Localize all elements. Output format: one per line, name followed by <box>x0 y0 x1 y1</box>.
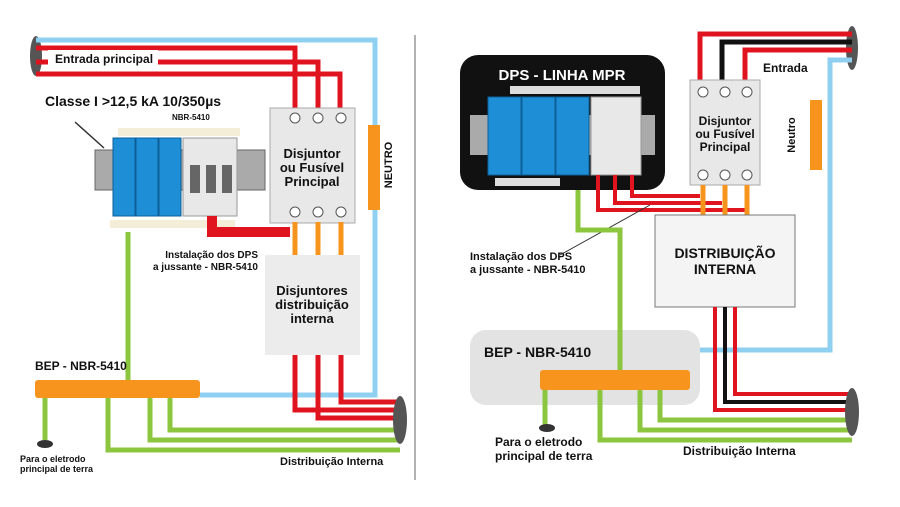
bep-label: BEP - NBR-5410 <box>484 344 591 360</box>
distribuicao-label: Distribuição Interna <box>683 444 796 458</box>
dist-box-label: DISTRIBUIÇÃO <box>674 244 775 261</box>
dps-phase-connection <box>207 216 290 237</box>
neutro-label: NEUTRO <box>383 141 395 188</box>
disjuntores-label: distribuição <box>275 297 349 312</box>
left-diagram: Entrada principal Classe I >12,5 kA 10/3… <box>20 36 407 474</box>
orange-connections <box>700 185 750 215</box>
disjuntores-box <box>265 255 360 355</box>
orange-connections <box>292 222 344 255</box>
earth-wires-left <box>42 232 400 453</box>
neutral-bar-right <box>810 100 822 170</box>
instalacao-label: a jussante - NBR-5410 <box>153 262 258 273</box>
main-breaker-right <box>689 79 761 186</box>
dps-title: DPS - LINHA MPR <box>499 67 626 84</box>
dps-modules-left <box>112 137 238 217</box>
classe-label: Classe I >12,5 kA 10/350µs <box>45 93 221 109</box>
module-label-strip <box>510 86 640 94</box>
module-label-strip <box>110 220 235 228</box>
label-bg <box>48 50 158 66</box>
bep-bar-left <box>35 380 200 398</box>
disjuntor-label: ou Fusível <box>695 127 754 141</box>
distribuicao-label: Distribuição Interna <box>280 456 384 468</box>
eletrodo-label: Para o eletrodo <box>495 435 582 449</box>
dps-phase-wires-right <box>596 175 745 212</box>
norma-label: NBR-5410 <box>172 113 210 122</box>
dist-box-label: INTERNA <box>694 261 756 277</box>
eletrodo-label: principal de terra <box>20 464 94 474</box>
bep-label: BEP - NBR-5410 <box>35 359 127 373</box>
disjuntores-label: interna <box>290 311 334 326</box>
disjuntor-label: Principal <box>285 174 340 189</box>
eletrodo-label: Para o eletrodo <box>20 454 86 464</box>
disjuntor-label: Principal <box>700 140 751 154</box>
entrada-label: Entrada principal <box>55 52 153 66</box>
bep-box <box>470 330 700 405</box>
main-breaker-left <box>269 107 356 224</box>
earth-wires-right <box>542 190 852 443</box>
eletrodo-label: principal de terra <box>495 449 593 463</box>
conduit-right-icon <box>393 396 407 444</box>
instalacao-label: Instalação dos DPS <box>165 250 258 261</box>
neutral-bar-left <box>368 125 380 210</box>
earth-electrode-icon <box>539 424 555 432</box>
disjuntores-label: Disjuntores <box>276 283 348 298</box>
conduit-bottom-icon <box>845 388 859 436</box>
module-label-strip <box>495 178 560 186</box>
disjuntor-label: Disjuntor <box>699 114 752 128</box>
bep-bar-right <box>540 370 690 390</box>
earth-electrode-icon <box>37 440 53 448</box>
distribution-wires-right <box>713 307 852 412</box>
distribuicao-box <box>654 214 796 308</box>
dps-modules-right <box>487 96 642 176</box>
neutral-wire-left <box>36 37 378 398</box>
neutro-label: Neutro <box>786 117 798 153</box>
module-label-strip <box>118 128 240 136</box>
instalacao-label: a jussante - NBR-5410 <box>470 264 586 276</box>
entrada-label: Entrada <box>763 61 808 75</box>
disjuntor-label: ou Fusível <box>280 160 344 175</box>
instalacao-label: Instalação dos DPS <box>470 251 572 263</box>
disjuntor-label: Disjuntor <box>283 146 340 161</box>
right-diagram: Entrada DPS - LINHA MPR Disjuntor ou Fus… <box>460 26 859 463</box>
arrow-icon <box>74 121 105 149</box>
distribution-phase-wires <box>292 355 400 421</box>
